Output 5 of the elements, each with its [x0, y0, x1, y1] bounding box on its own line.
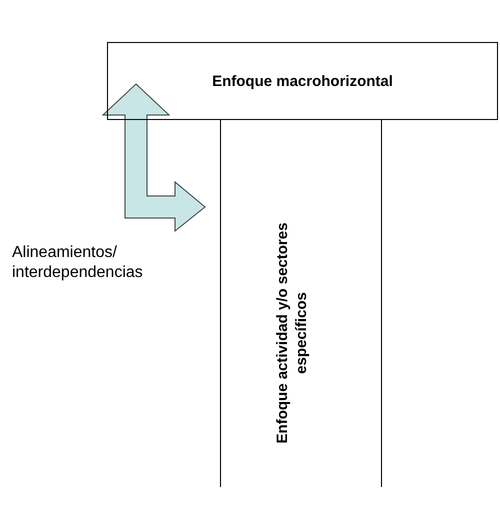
- column-band: [220, 119, 382, 487]
- side-label: Alineamientos/ interdependencias: [12, 243, 144, 283]
- column-title: Enfoque actividad y/o sectores específicos: [273, 222, 311, 446]
- header-box: [107, 42, 498, 120]
- header-title: Enfoque macrohorizontal: [212, 72, 393, 90]
